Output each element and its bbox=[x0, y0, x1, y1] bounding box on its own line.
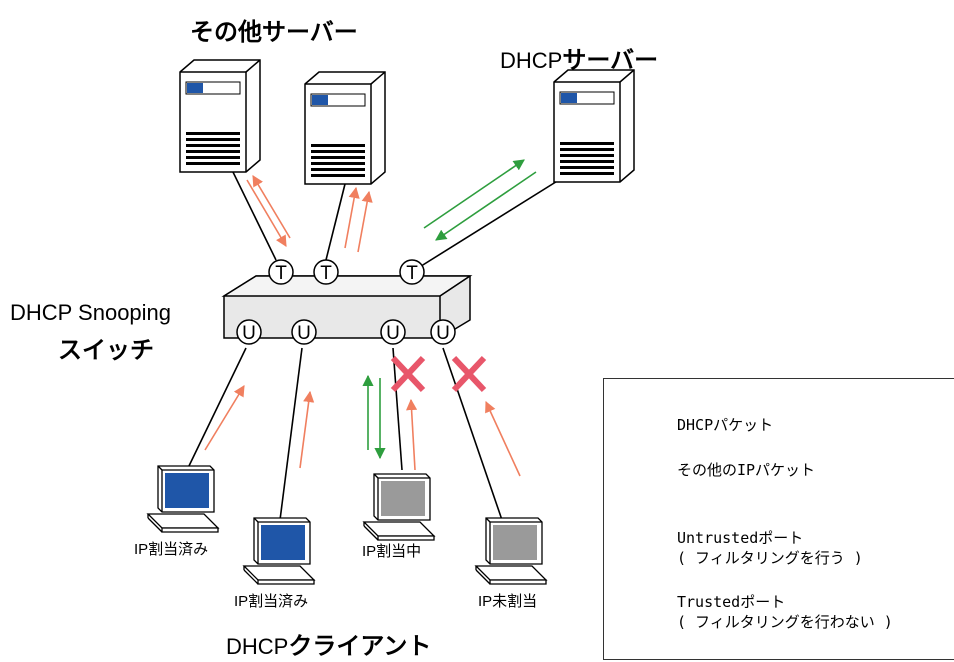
cable-client1 bbox=[187, 347, 247, 469]
trusted-port-3 bbox=[399, 259, 425, 285]
client-title-suffix: クライアント bbox=[288, 633, 432, 660]
client-title: DHCPクライアント bbox=[226, 626, 431, 661]
client-3-icon bbox=[363, 473, 435, 541]
client-3-label: IP割当中 bbox=[362, 543, 422, 560]
cables bbox=[187, 169, 576, 521]
cable-client3 bbox=[392, 347, 403, 471]
legend-dhcp-text: DHCPパケット bbox=[677, 416, 774, 434]
block-x-icons bbox=[390, 355, 487, 393]
client-4-label: IP未割当 bbox=[478, 593, 538, 610]
untrusted-port-4 bbox=[430, 319, 456, 345]
dhcp-packet-arrows bbox=[362, 159, 537, 460]
other-servers-title: その他サーバー bbox=[190, 19, 358, 46]
client-2-label: IP割当済み bbox=[234, 593, 309, 610]
dhcp-server-title-suffix: サーバー bbox=[562, 47, 659, 74]
cable-server1 bbox=[231, 169, 277, 261]
client-2-icon bbox=[243, 517, 315, 585]
trusted-port-2-letter: T bbox=[320, 263, 332, 284]
untrusted-port-3 bbox=[380, 319, 406, 345]
other-server-2-icon bbox=[304, 71, 386, 185]
ip-packet-arrows bbox=[204, 175, 521, 477]
legend-other-text: その他のIPパケット bbox=[677, 461, 816, 479]
switch-label-line2: スイッチ bbox=[58, 337, 154, 364]
legend-box: DHCPパケット その他のIPパケット Untrustedポート ( フィルタリ… bbox=[603, 378, 954, 660]
untrusted-port-2-letter: U bbox=[297, 323, 311, 344]
untrusted-port-1 bbox=[236, 319, 262, 345]
untrusted-port-2 bbox=[291, 319, 317, 345]
cable-server2 bbox=[325, 171, 349, 261]
legend-trusted-text-1: Trustedポート bbox=[677, 593, 786, 611]
legend-untrusted-text-1: Untrustedポート bbox=[677, 529, 804, 547]
cable-client2 bbox=[279, 347, 303, 521]
cable-client4 bbox=[442, 347, 503, 521]
client-title-prefix: DHCP bbox=[226, 634, 289, 659]
client-4-icon bbox=[475, 517, 547, 585]
client-1-icon bbox=[147, 465, 219, 533]
untrusted-port-3-letter: U bbox=[386, 323, 400, 344]
trusted-port-1-letter: T bbox=[275, 263, 287, 284]
legend-untrusted-text-2: ( フィルタリングを行う ) bbox=[677, 549, 863, 567]
trusted-port-1 bbox=[268, 259, 294, 285]
untrusted-port-4-letter: U bbox=[436, 323, 450, 344]
dhcp-server-title-prefix: DHCP bbox=[500, 48, 563, 73]
dhcp-server-title: DHCPサーバー bbox=[500, 40, 658, 75]
legend-trusted-text-2: ( フィルタリングを行わない ) bbox=[677, 613, 893, 631]
client-1-label: IP割当済み bbox=[134, 541, 209, 558]
trusted-port-3-letter: T bbox=[406, 263, 418, 284]
switch-label-line1: DHCP Snooping bbox=[10, 300, 172, 325]
dhcp-server-icon bbox=[553, 69, 635, 183]
other-server-1-icon bbox=[179, 59, 261, 173]
trusted-port-2 bbox=[313, 259, 339, 285]
cable-dhcp-server bbox=[417, 169, 576, 269]
untrusted-port-1-letter: U bbox=[242, 323, 256, 344]
